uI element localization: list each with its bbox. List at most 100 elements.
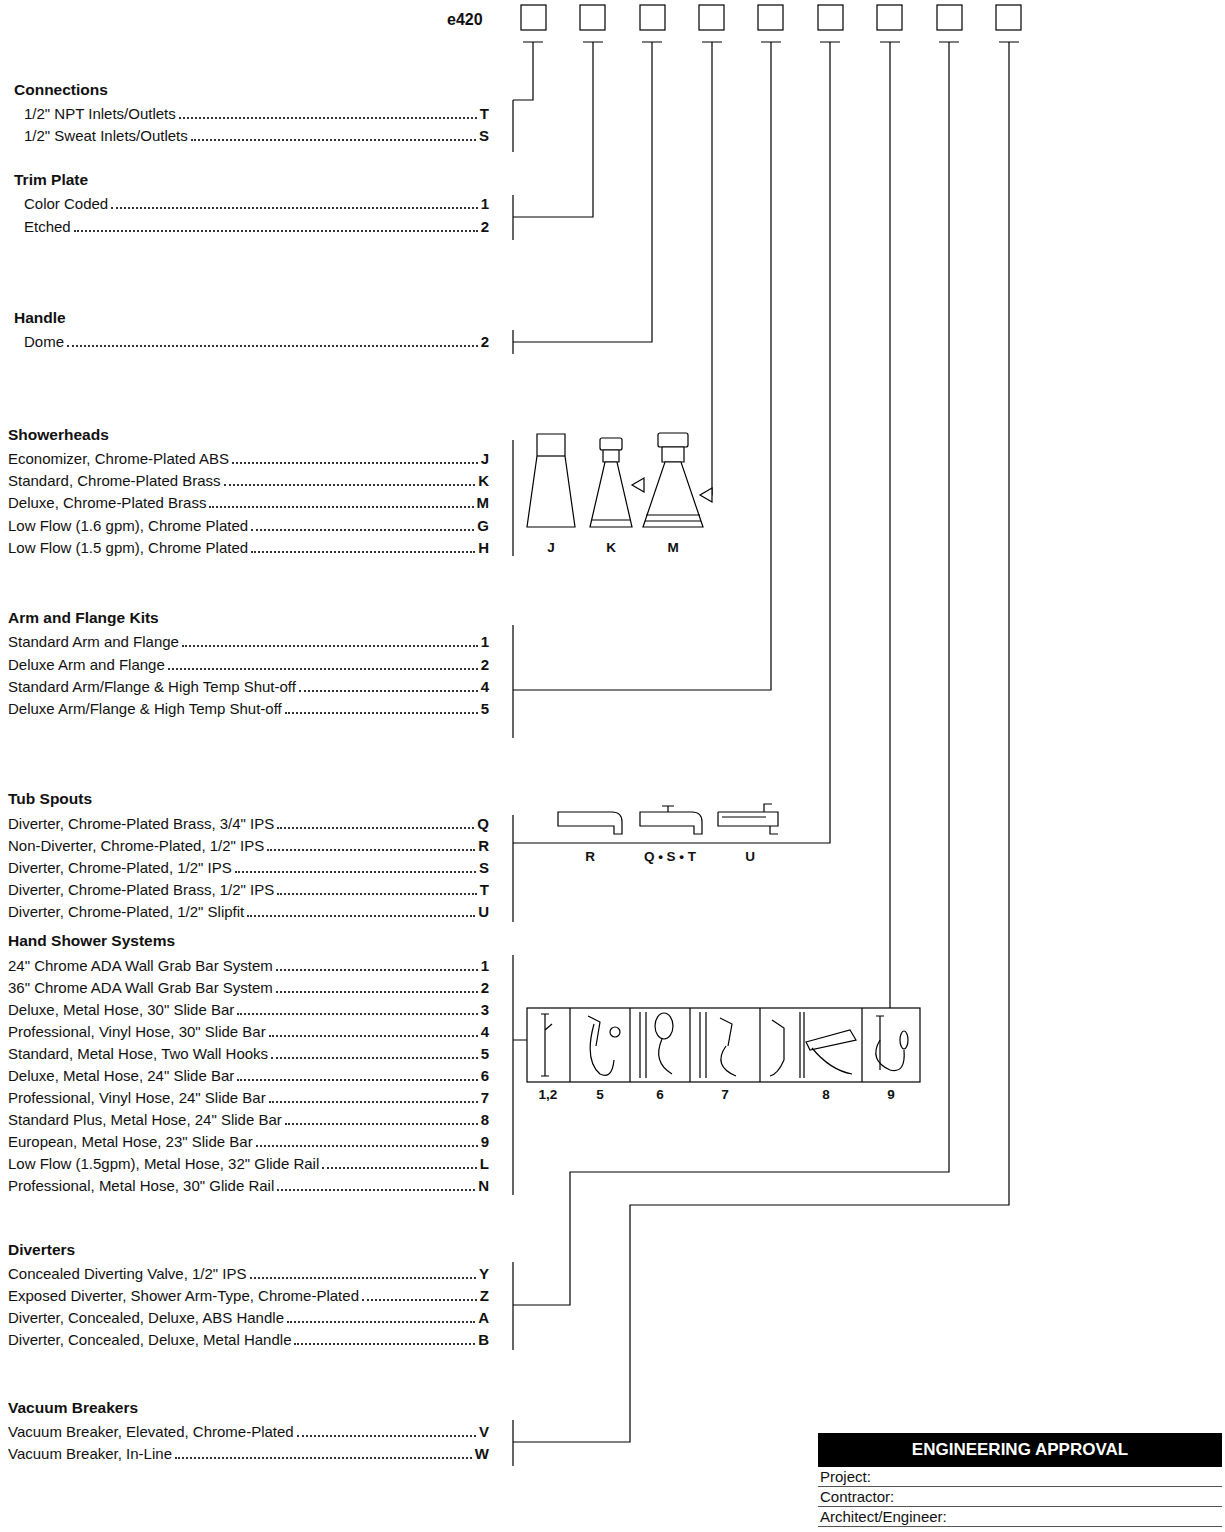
option-code: W [475, 1444, 489, 1464]
option-text: Diverter, Chrome-Plated, 1/2" IPS [8, 858, 232, 878]
group-heading: Handle [14, 308, 66, 328]
option-code: 9 [481, 1132, 489, 1152]
option-code: 6 [481, 1066, 489, 1086]
dot-leader [232, 462, 478, 464]
option-text: 1/2" Sweat Inlets/Outlets [24, 126, 188, 146]
option-row: Standard, Metal Hose, Two Wall Hooks5 [8, 1044, 489, 1064]
option-row: Low Flow (1.5gpm), Metal Hose, 32" Glide… [8, 1154, 489, 1174]
option-text: Vacuum Breaker, In-Line [8, 1444, 172, 1464]
dot-leader [271, 1057, 478, 1059]
figure-code: 6 [656, 1087, 664, 1103]
option-text: Professional, Vinyl Hose, 30" Slide Bar [8, 1022, 266, 1042]
option-text: Exposed Diverter, Shower Arm-Type, Chrom… [8, 1286, 359, 1306]
option-code: 2 [481, 217, 489, 237]
dot-leader [111, 207, 477, 209]
approval-field: Contractor: [818, 1487, 1222, 1507]
option-row: 1/2" NPT Inlets/Outlets T [24, 104, 489, 124]
option-row: Diverter, Chrome-Plated Brass, 1/2" IPST [8, 880, 489, 900]
figure-code: R [585, 849, 595, 865]
dot-leader [256, 1145, 478, 1147]
option-row: Standard Plus, Metal Hose, 24" Slide Bar… [8, 1110, 489, 1130]
option-row: Vacuum Breaker, In-Line W [8, 1444, 489, 1464]
dot-leader [276, 991, 478, 993]
dot-leader [287, 1321, 475, 1323]
option-code: Z [480, 1286, 489, 1306]
option-text: Low Flow (1.5gpm), Metal Hose, 32" Glide… [8, 1154, 319, 1174]
figure-code: 9 [887, 1087, 895, 1103]
option-code: 2 [481, 332, 489, 352]
option-text: European, Metal Hose, 23" Slide Bar [8, 1132, 253, 1152]
dot-leader [251, 551, 475, 553]
option-text: Dome [24, 332, 64, 352]
option-text: Deluxe Arm and Flange [8, 655, 165, 675]
option-row: 24" Chrome ADA Wall Grab Bar System1 [8, 956, 489, 976]
dot-leader [251, 529, 474, 531]
option-code: T [480, 104, 489, 124]
option-text: Standard, Chrome-Plated Brass [8, 471, 221, 491]
option-row: Diverter, Chrome-Plated, 1/2" IPSS [8, 858, 489, 878]
group-heading: Arm and Flange Kits [8, 608, 159, 628]
option-row: Concealed Diverting Valve, 1/2" IPSY [8, 1264, 489, 1284]
option-code: S [479, 126, 489, 146]
group-heading: Diverters [8, 1240, 75, 1260]
option-text: Deluxe, Chrome-Plated Brass [8, 493, 206, 513]
dot-leader [277, 1189, 475, 1191]
dot-leader [322, 1167, 477, 1169]
dot-leader [269, 1101, 478, 1103]
dot-leader [247, 915, 475, 917]
option-code: 4 [481, 1022, 489, 1042]
option-code: 4 [481, 677, 489, 697]
group-heading: Vacuum Breakers [8, 1398, 138, 1418]
option-row: Deluxe, Chrome-Plated Brass M [8, 493, 489, 513]
option-text: Non-Diverter, Chrome-Plated, 1/2" IPS [8, 836, 264, 856]
group-heading: Tub Spouts [8, 789, 92, 809]
group-heading: Trim Plate [14, 170, 88, 190]
option-code: M [477, 493, 490, 513]
option-text: Standard Plus, Metal Hose, 24" Slide Bar [8, 1110, 282, 1130]
option-text: Professional, Metal Hose, 30" Glide Rail [8, 1176, 274, 1196]
dot-leader [182, 645, 478, 647]
option-code: Q [477, 814, 489, 834]
dot-leader [299, 690, 478, 692]
dot-leader [168, 668, 478, 670]
figure-code: M [667, 540, 678, 556]
option-row: Low Flow (1.5 gpm), Chrome PlatedH [8, 538, 489, 558]
option-code: J [481, 449, 489, 469]
tub-spout-illustrations [558, 804, 778, 834]
showerhead-illustrations [527, 433, 712, 527]
option-row: Deluxe Arm/Flange & High Temp Shut-off 5 [8, 699, 489, 719]
dot-leader [175, 1457, 472, 1459]
group-heading: Hand Shower Systems [8, 931, 175, 951]
option-row: Diverter, Concealed, Deluxe, Metal Handl… [8, 1330, 489, 1350]
dot-leader [74, 230, 478, 232]
dot-leader [237, 1013, 477, 1015]
figure-code: J [547, 540, 555, 556]
option-text: Diverter, Chrome-Plated Brass, 1/2" IPS [8, 880, 274, 900]
dot-leader [191, 139, 476, 141]
dot-leader [224, 484, 476, 486]
option-row: 1/2" Sweat Inlets/Outlets S [24, 126, 489, 146]
option-code: 1 [481, 956, 489, 976]
option-text: 1/2" NPT Inlets/Outlets [24, 104, 176, 124]
dot-leader [235, 871, 476, 873]
option-row: Etched2 [24, 217, 489, 237]
leader-lines [513, 42, 1019, 1466]
dot-leader [362, 1299, 477, 1301]
dot-leader [67, 345, 478, 347]
option-code: N [478, 1176, 489, 1196]
option-code: 5 [481, 699, 489, 719]
option-text: Vacuum Breaker, Elevated, Chrome-Plated [8, 1422, 294, 1442]
dot-leader [269, 1035, 478, 1037]
option-code: 7 [481, 1088, 489, 1108]
option-text: Deluxe, Metal Hose, 24" Slide Bar [8, 1066, 234, 1086]
option-row: Dome 2 [24, 332, 489, 352]
option-text: Color Coded [24, 194, 108, 214]
dot-leader [277, 893, 477, 895]
dot-leader [209, 506, 473, 508]
group-heading: Connections [14, 80, 108, 100]
option-text: Low Flow (1.5 gpm), Chrome Plated [8, 538, 248, 558]
option-code: Y [479, 1264, 489, 1284]
option-row: 36" Chrome ADA Wall Grab Bar System2 [8, 978, 489, 998]
option-text: Deluxe Arm/Flange & High Temp Shut-off [8, 699, 282, 719]
option-row: Professional, Metal Hose, 30" Glide Rail… [8, 1176, 489, 1196]
